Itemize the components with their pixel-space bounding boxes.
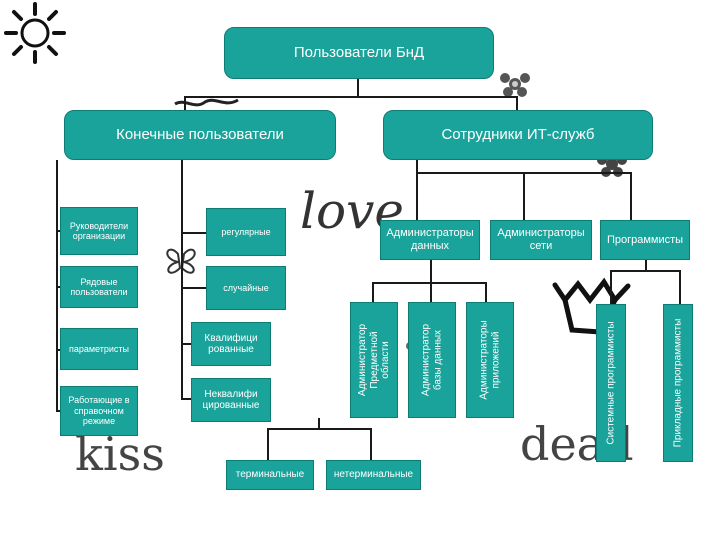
node-ordinary-users: Рядовые пользователи (60, 266, 138, 308)
node-end-users: Конечные пользователи (64, 110, 336, 160)
node-label: Администраторы приложений (479, 320, 502, 399)
node-non-terminal: нетерминальные (326, 460, 421, 490)
connector (679, 270, 681, 304)
node-label: данных (410, 240, 450, 252)
node-label: Администраторы (386, 227, 474, 240)
connector (181, 343, 191, 345)
connector (318, 418, 320, 430)
node-label: регулярные (221, 226, 271, 237)
node-root: Пользователи БнД (224, 27, 494, 79)
connector (181, 232, 206, 234)
node-label: Системные программисты (605, 321, 617, 445)
connector (56, 286, 60, 288)
doodle-icon (174, 98, 239, 107)
connector (370, 428, 372, 460)
node-programmers: Программисты (600, 220, 690, 260)
node-label: Прикладные программисты (672, 318, 684, 448)
node-qualified: Квалифици рованные (191, 322, 271, 366)
node-regular: регулярные (206, 208, 286, 256)
node-db-admin: Администратор базы данных (408, 302, 456, 418)
node-label: Работающие в справочном режиме (68, 395, 130, 427)
node-label: Рядовые пользователи (70, 276, 128, 297)
node-data-admins: Администраторы данных (380, 220, 480, 260)
node-label: Конечные пользователи (116, 126, 284, 144)
connector (56, 410, 60, 412)
node-terminal: терминальные (226, 460, 314, 490)
node-label: Администраторы (497, 227, 585, 240)
node-label: случайные (223, 282, 269, 293)
node-reference-mode: Работающие в справочном режиме (60, 386, 138, 436)
flower-icon (500, 73, 530, 97)
node-label: Администратор Предметной области (357, 324, 392, 396)
connector (645, 258, 647, 272)
node-label: Руководители организации (69, 220, 129, 241)
butterfly-icon (166, 248, 196, 274)
label-line: базы данных (432, 329, 443, 391)
connector (181, 398, 191, 400)
node-label: Неквалифи (204, 388, 258, 400)
node-subject-area-admin: Администратор Предметной области (350, 302, 398, 418)
connector (181, 160, 183, 400)
node-occasional: случайные (206, 266, 286, 310)
node-label: терминальные (235, 469, 305, 481)
node-label: сети (529, 240, 553, 252)
connector (267, 428, 269, 460)
connector (372, 282, 486, 284)
label-line: Администратор (420, 323, 432, 397)
connector (184, 96, 518, 98)
connector (372, 282, 374, 302)
node-label: Сотрудники ИТ-служб (441, 126, 595, 144)
node-label: Администратор базы данных (421, 324, 444, 396)
node-managers: Руководители организации (60, 207, 138, 255)
node-applied-programmers: Прикладные программисты (663, 304, 693, 462)
connector (181, 287, 206, 289)
node-label: Пользователи БнД (293, 44, 425, 62)
node-it-staff: Сотрудники ИТ-служб (383, 110, 653, 160)
node-app-admins: Администраторы приложений (466, 302, 514, 418)
node-unqualified: Неквалифи цированные (191, 378, 271, 422)
connector (357, 79, 359, 97)
connector (610, 270, 612, 304)
node-label: нетерминальные (333, 469, 414, 481)
node-network-admins: Администраторы сети (490, 220, 592, 260)
connector (485, 282, 487, 302)
label-line: Администратор (356, 323, 368, 397)
sun-icon (4, 2, 66, 64)
node-parametrists: параметристы (60, 328, 138, 370)
label-line: Администраторы (478, 320, 490, 400)
deco-word-kiss: kiss (75, 427, 165, 481)
connector (416, 160, 418, 172)
connector (56, 230, 60, 232)
connector (523, 172, 525, 220)
label-line: области (379, 341, 391, 379)
label-line: приложений (490, 331, 501, 389)
node-label: рованные (208, 344, 254, 355)
label-line: Предметной (368, 331, 380, 389)
connector (630, 172, 632, 220)
connector (516, 96, 518, 110)
connector (56, 349, 60, 351)
node-label: Квалифици (204, 332, 258, 344)
node-label: Программисты (606, 233, 684, 246)
connector (416, 172, 418, 220)
node-label: параметристы (68, 343, 130, 354)
node-system-programmers: Системные программисты (596, 304, 626, 462)
connector (184, 96, 186, 110)
connector (430, 260, 432, 302)
node-label: цированные (202, 400, 260, 411)
